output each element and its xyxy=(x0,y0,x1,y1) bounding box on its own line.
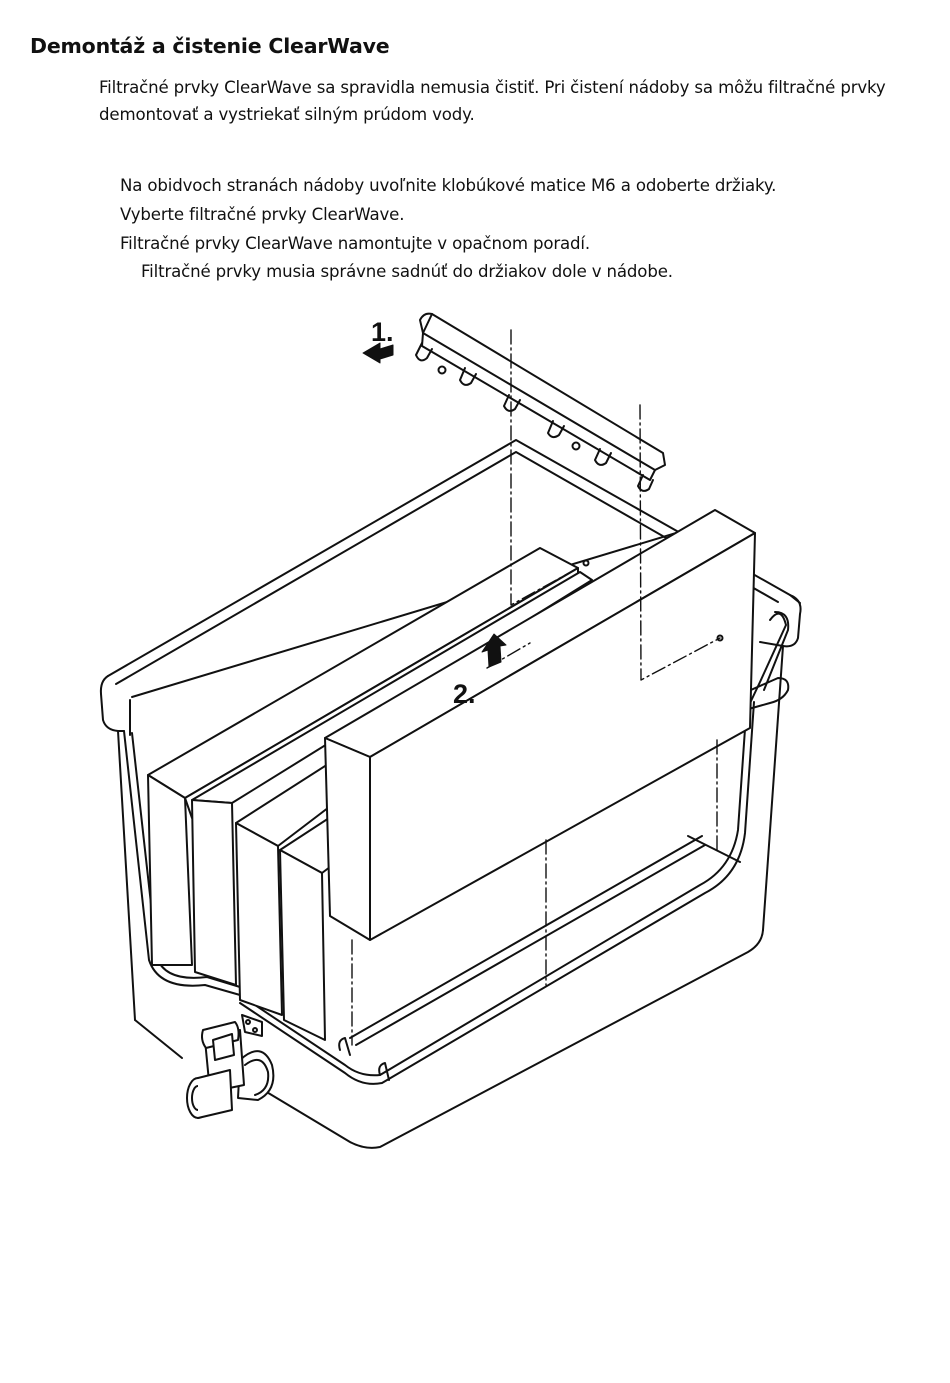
instruction-steps: Na obidvoch stranách nádoby uvoľnite klo… xyxy=(120,172,776,259)
filter-tank-illustration: 1. 2. xyxy=(0,300,950,1180)
step-2-label: 2. xyxy=(453,679,476,709)
section-title: Demontáž a čistenie ClearWave xyxy=(30,34,390,58)
step-item: Filtračné prvky ClearWave namontujte v o… xyxy=(120,234,590,253)
tank-body xyxy=(99,439,802,1149)
assembly-guide-lines xyxy=(351,329,721,1046)
arrow-up-icon xyxy=(481,633,507,668)
filter-elements xyxy=(147,509,756,1041)
step-item: Na obidvoch stranách nádoby uvoľnite klo… xyxy=(120,176,777,195)
filter-holder-bar xyxy=(415,312,724,642)
drain-valve xyxy=(186,1014,275,1119)
step-item: Vyberte filtračné prvky ClearWave. xyxy=(120,205,405,224)
arrow-left-icon xyxy=(362,342,394,364)
step-note: Filtračné prvky musia správne sadnúť do … xyxy=(141,262,673,281)
intro-paragraph: Filtračné prvky ClearWave sa spravidla n… xyxy=(99,78,886,124)
step-1-label: 1. xyxy=(371,317,394,347)
